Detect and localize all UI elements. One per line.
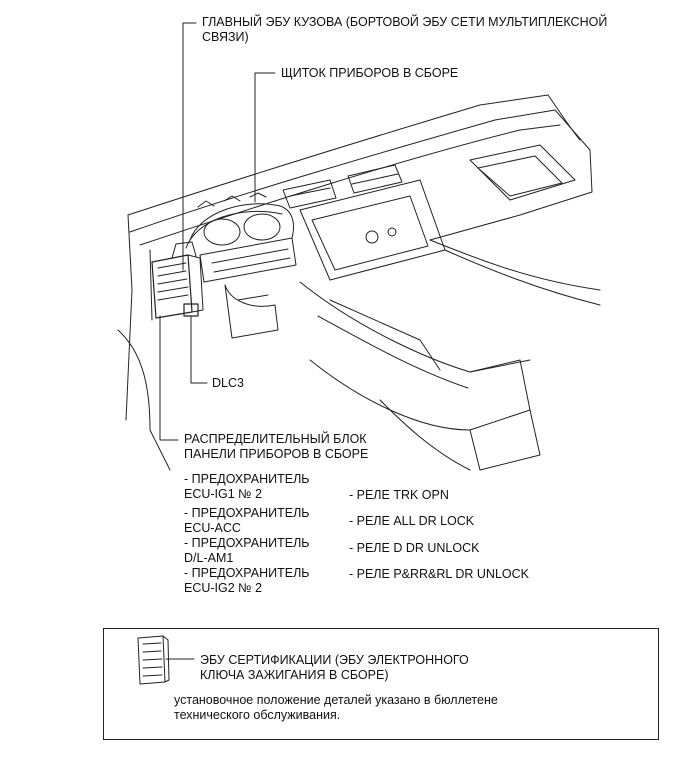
relay-item: - РЕЛЕ D DR UNLOCK — [349, 541, 480, 555]
dash-top-rear — [547, 94, 581, 141]
note-box — [103, 628, 659, 740]
relay-item: - РЕЛЕ TRK OPN — [349, 488, 449, 502]
label-main-body-ecu: ГЛАВНЫЙ ЭБУ КУЗОВА (БОРТОВОЙ ЭБУ СЕТИ МУ… — [202, 15, 608, 44]
meter-gauge-right — [243, 213, 281, 241]
fuse-item: - ПРЕДОХРАНИТЕЛЬ ECU-IG1 № 2 — [184, 472, 310, 501]
center-vent-right — [347, 164, 403, 194]
label-dlc3: DLC3 — [212, 376, 244, 390]
leader-main-ecu — [182, 22, 197, 271]
label-junction-block: РАСПРЕДЕЛИТЕЛЬНЫЙ БЛОК ПАНЕЛИ ПРИБОРОВ В… — [184, 432, 369, 461]
relay-item: - РЕЛЕ ALL DR LOCK — [349, 514, 475, 528]
center-console — [299, 281, 531, 431]
leader-meter — [254, 72, 276, 203]
steering-column — [224, 284, 279, 339]
leader-dlc3 — [190, 315, 208, 384]
windshield-outline — [127, 94, 549, 216]
label-certification-ecu: ЭБУ СЕРТИФИКАЦИИ (ЭБУ ЭЛЕКТРОННОГО КЛЮЧА… — [200, 653, 469, 682]
leader-junction-block — [159, 315, 179, 441]
leader-lines — [159, 22, 276, 660]
center-vent-left — [282, 179, 337, 209]
certification-ecu-icon — [137, 635, 170, 685]
dash-upper-surface — [139, 124, 561, 246]
right-dash-panel — [429, 109, 593, 241]
label-combination-meter: ЩИТОК ПРИБОРОВ В СБОРЕ — [281, 66, 459, 80]
junction-block-drawing — [151, 241, 204, 319]
fuse-item: - ПРЕДОХРАНИТЕЛЬ ECU-IG2 № 2 — [184, 566, 310, 595]
center-stack — [299, 179, 446, 281]
dash-top-edge — [129, 109, 556, 233]
fuse-item: - ПРЕДОХРАНИТЕЛЬ ECU-ACC — [184, 506, 310, 535]
note-text: установочное положение деталей указано в… — [174, 693, 498, 722]
left-door-edge — [125, 214, 133, 421]
fuse-item: - ПРЕДОХРАНИТЕЛЬ D/L-AM1 — [184, 536, 310, 565]
meter-gauge-left — [203, 218, 241, 246]
relay-item: - РЕЛЕ P&RR&RL DR UNLOCK — [349, 567, 529, 581]
meter-hood — [189, 203, 294, 241]
